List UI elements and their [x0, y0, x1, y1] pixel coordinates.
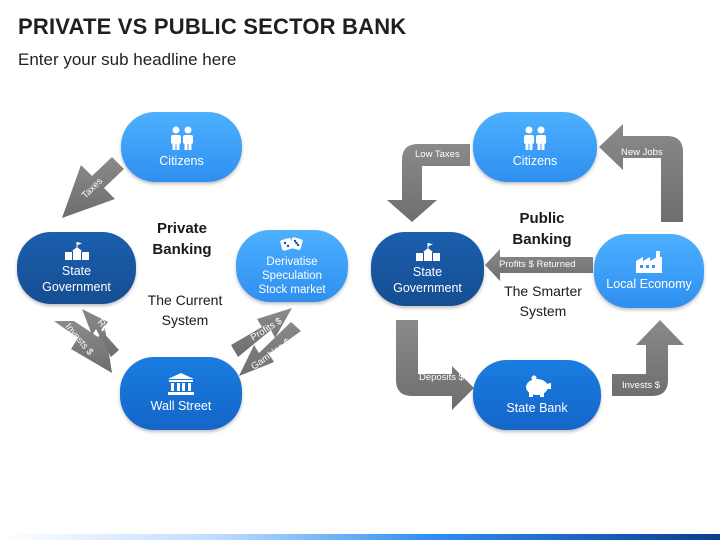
public-invests-label: Invests $: [622, 380, 661, 391]
wall-street-node: Wall Street: [120, 357, 242, 430]
public-invests-arrow: [612, 320, 684, 396]
derivatives-node: Derivatise Speculation Stock market: [236, 230, 348, 302]
returns-arrow: [82, 309, 119, 357]
local-economy-node: Local Economy: [594, 234, 704, 308]
public-citizens-node: Citizens: [473, 112, 597, 182]
piggy-bank-icon: [522, 375, 552, 397]
low-taxes-arrow: [387, 144, 470, 222]
public-state-government-node: State Government: [371, 232, 484, 306]
state-bank-label: State Bank: [506, 400, 568, 415]
private-state-government-label: State Government: [42, 263, 111, 294]
building-icon: [64, 241, 90, 260]
people-icon: [168, 126, 196, 150]
state-bank-node: State Bank: [473, 360, 601, 430]
factory-icon: [634, 250, 664, 273]
deposits-label: Deposits $: [419, 372, 464, 383]
deposits-arrow: [396, 320, 474, 410]
dice-icon: [279, 236, 305, 252]
gambles-arrow: [239, 322, 301, 376]
public-banking-heading: Public Banking: [512, 210, 572, 248]
private-caption: The Current System: [147, 292, 223, 328]
profits-returned-arrow: [485, 249, 593, 281]
public-citizens-label: Citizens: [512, 153, 558, 168]
page-title: PRIVATE VS PUBLIC SECTOR BANK: [18, 14, 407, 39]
bank-icon: [168, 373, 194, 395]
private-citizens-label: Citizens: [159, 153, 204, 168]
bottom-accent-bar: [0, 534, 720, 540]
local-economy-label: Local Economy: [606, 276, 692, 291]
private-banking-heading: Private Banking: [152, 220, 212, 258]
low-taxes-label: Low Taxes: [415, 149, 460, 160]
building-icon: [415, 242, 441, 261]
profits-arrow: [231, 308, 292, 357]
page-subtitle: Enter your sub headline here: [18, 50, 237, 69]
public-caption: The Smarter System: [504, 283, 582, 319]
new-jobs-label: New Jobs: [621, 147, 663, 158]
taxes-arrow: [62, 157, 124, 218]
invests-arrow: [54, 321, 112, 373]
people-icon: [521, 126, 549, 150]
derivatives-label: Derivatise Speculation Stock market: [258, 255, 326, 296]
profits-returned-label: Profits $ Returned: [499, 259, 576, 270]
wall-street-label: Wall Street: [150, 399, 212, 413]
public-state-government-label: State Government: [393, 264, 462, 295]
private-state-government-node: State Government: [17, 232, 136, 304]
new-jobs-arrow: [599, 124, 683, 222]
private-citizens-node: Citizens: [121, 112, 242, 182]
